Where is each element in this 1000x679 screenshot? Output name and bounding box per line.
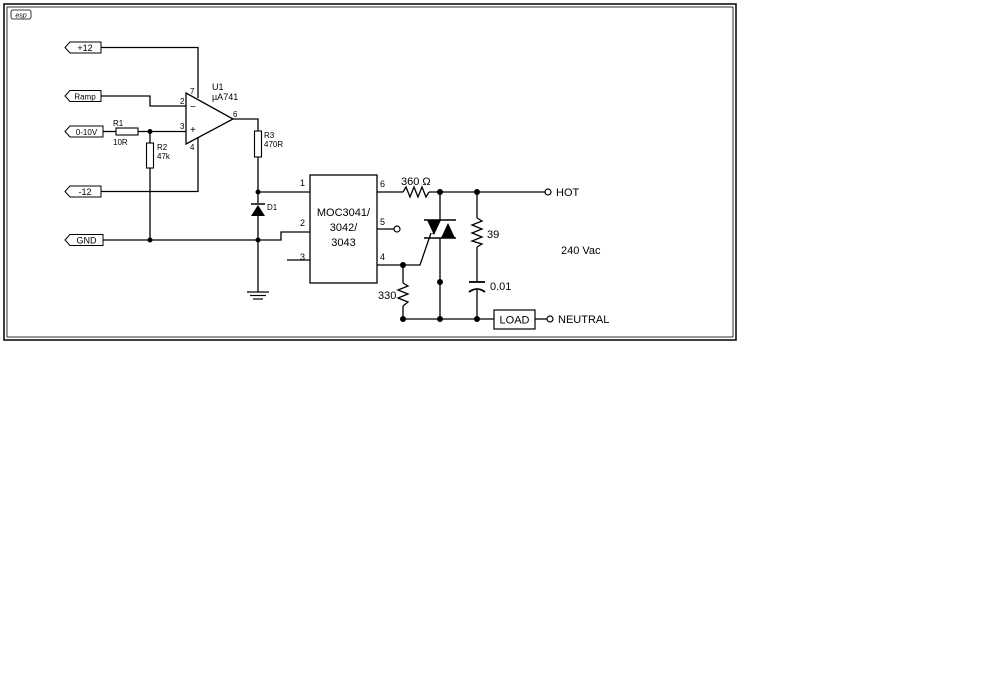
svg-text:6: 6 — [380, 179, 385, 189]
svg-text:1: 1 — [300, 178, 305, 188]
svg-text:D1: D1 — [267, 203, 278, 212]
junction-dots — [147, 129, 480, 322]
svg-text:R3: R3 — [264, 131, 275, 140]
svg-text:6: 6 — [233, 110, 238, 119]
esp-logo: esp — [10, 9, 32, 20]
port-plus12: +12 — [64, 41, 102, 54]
svg-text:360 Ω: 360 Ω — [401, 176, 431, 188]
opamp-u1: − + U1 µA741 7 2 3 4 6 — [180, 82, 238, 152]
triac — [424, 219, 456, 239]
load-box: LOAD — [493, 309, 536, 330]
neutral-terminal: NEUTRAL — [546, 314, 609, 326]
svg-text:Ramp: Ramp — [74, 93, 96, 102]
port-gnd: GND — [64, 234, 104, 246]
control-wiring — [101, 46, 310, 292]
port-0-10v: 0-10V — [64, 125, 104, 138]
svg-text:3043: 3043 — [331, 237, 355, 249]
svg-text:HOT: HOT — [556, 187, 580, 199]
svg-text:R1: R1 — [113, 119, 124, 128]
svg-text:-12: -12 — [78, 187, 91, 197]
svg-text:3: 3 — [180, 122, 185, 131]
svg-text:+12: +12 — [77, 43, 92, 53]
svg-text:4: 4 — [380, 252, 385, 262]
svg-text:10R: 10R — [113, 138, 128, 147]
port-minus12: -12 — [64, 185, 102, 198]
svg-text:330: 330 — [378, 290, 396, 302]
resistor-r1: R1 10R — [113, 119, 139, 147]
svg-text:esp: esp — [15, 13, 26, 20]
svg-text:3042/: 3042/ — [330, 222, 358, 234]
svg-text:µA741: µA741 — [212, 92, 238, 102]
svg-text:0.01: 0.01 — [490, 281, 511, 293]
svg-text:4: 4 — [190, 143, 195, 152]
resistor-r2: R2 47k — [145, 142, 171, 169]
svg-text:5: 5 — [380, 217, 385, 227]
ground-symbol — [247, 291, 269, 300]
svg-text:−: − — [190, 102, 196, 113]
resistor-360: 360 Ω — [401, 176, 431, 199]
svg-text:+: + — [190, 125, 196, 136]
svg-text:MOC3041/: MOC3041/ — [317, 207, 371, 219]
port-ramp: Ramp — [64, 90, 102, 102]
resistor-39: 39 — [470, 217, 499, 248]
svg-text:GND: GND — [77, 236, 98, 246]
svg-text:2: 2 — [180, 97, 185, 106]
svg-text:39: 39 — [487, 229, 499, 241]
svg-text:7: 7 — [190, 87, 195, 96]
svg-text:3: 3 — [300, 252, 305, 262]
svg-text:U1: U1 — [212, 82, 224, 92]
power-wiring — [377, 191, 547, 320]
svg-text:2: 2 — [300, 218, 305, 228]
resistor-r3: R3 470R — [253, 130, 283, 158]
svg-text:47k: 47k — [157, 152, 171, 161]
resistor-330: 330 — [378, 282, 410, 307]
svg-text:0-10V: 0-10V — [76, 128, 98, 137]
svg-text:LOAD: LOAD — [500, 315, 530, 327]
opto-pin5-terminal — [377, 225, 401, 233]
svg-text:NEUTRAL: NEUTRAL — [558, 314, 609, 326]
supply-voltage-label: 240 Vac — [561, 245, 601, 257]
svg-text:R2: R2 — [157, 143, 168, 152]
hot-terminal: HOT — [544, 187, 580, 199]
capacitor-001: 0.01 — [468, 281, 511, 293]
diode-d1: D1 — [251, 203, 278, 216]
diagram-frame — [3, 3, 737, 341]
svg-text:470R: 470R — [264, 140, 283, 149]
optocoupler-moc3041: MOC3041/ 3042/ 3043 1 2 3 6 5 4 — [300, 174, 385, 284]
